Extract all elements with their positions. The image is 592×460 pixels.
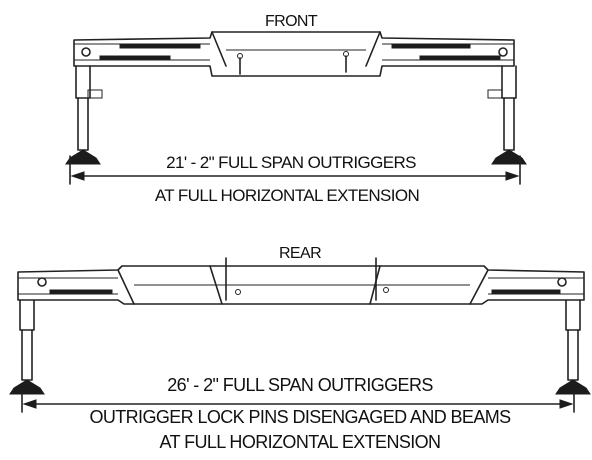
rear-outrigger-drawing (9, 257, 591, 395)
front-outrigger-drawing (65, 31, 527, 165)
rear-note-line1: OUTRIGGER LOCK PINS DISENGAGED AND BEAMS (89, 407, 511, 427)
rear-note-line2: AT FULL HORIZONTAL EXTENSION (160, 432, 441, 452)
front-title: FRONT (265, 13, 318, 30)
front-span-label: 21' - 2" FULL SPAN OUTRIGGERS (166, 153, 416, 172)
front-dimension-line (69, 155, 521, 185)
front-note: AT FULL HORIZONTAL EXTENSION (155, 186, 419, 205)
rear-title: REAR (279, 245, 321, 262)
rear-dimension-line (21, 391, 575, 413)
rear-span-label: 26' - 2" FULL SPAN OUTRIGGERS (167, 375, 433, 395)
